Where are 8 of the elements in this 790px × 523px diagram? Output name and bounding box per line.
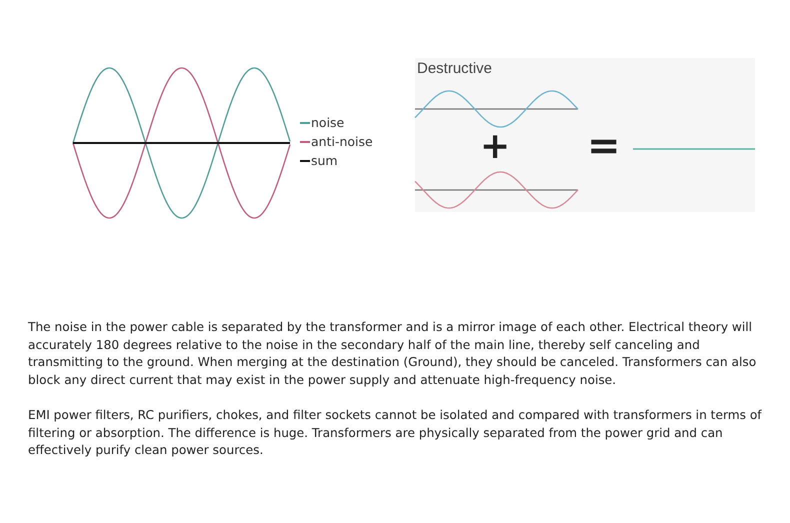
paragraph: The noise in the power cable is separated by the transformer and is a mirror image of each other. Electrical theory will accurately 180 degrees relative to the noise in the secondary half of the main line, thereby self canceling and transmitting to the ground. When merging at the destination (Ground), they should be canceled. Transformers can also block any direct current that may exist in the power supply and attenuate high-frequency noise. xyxy=(28,319,758,388)
paragraph: EMI power filters, RC purifiers, chokes, and filter sockets cannot be isolated and compared with transformers in terms of filtering or absorption. The difference is huge. Transformers are physically separated from the power grid and can effectively purify clean power sources. xyxy=(28,407,763,459)
legend-label: anti-noise xyxy=(311,134,373,149)
legend-label: sum xyxy=(311,153,338,168)
legend-label: noise xyxy=(311,115,344,130)
equals-sign: = xyxy=(587,124,621,168)
panel-heading: Destructive xyxy=(417,60,492,77)
plus-sign: + xyxy=(480,127,510,167)
